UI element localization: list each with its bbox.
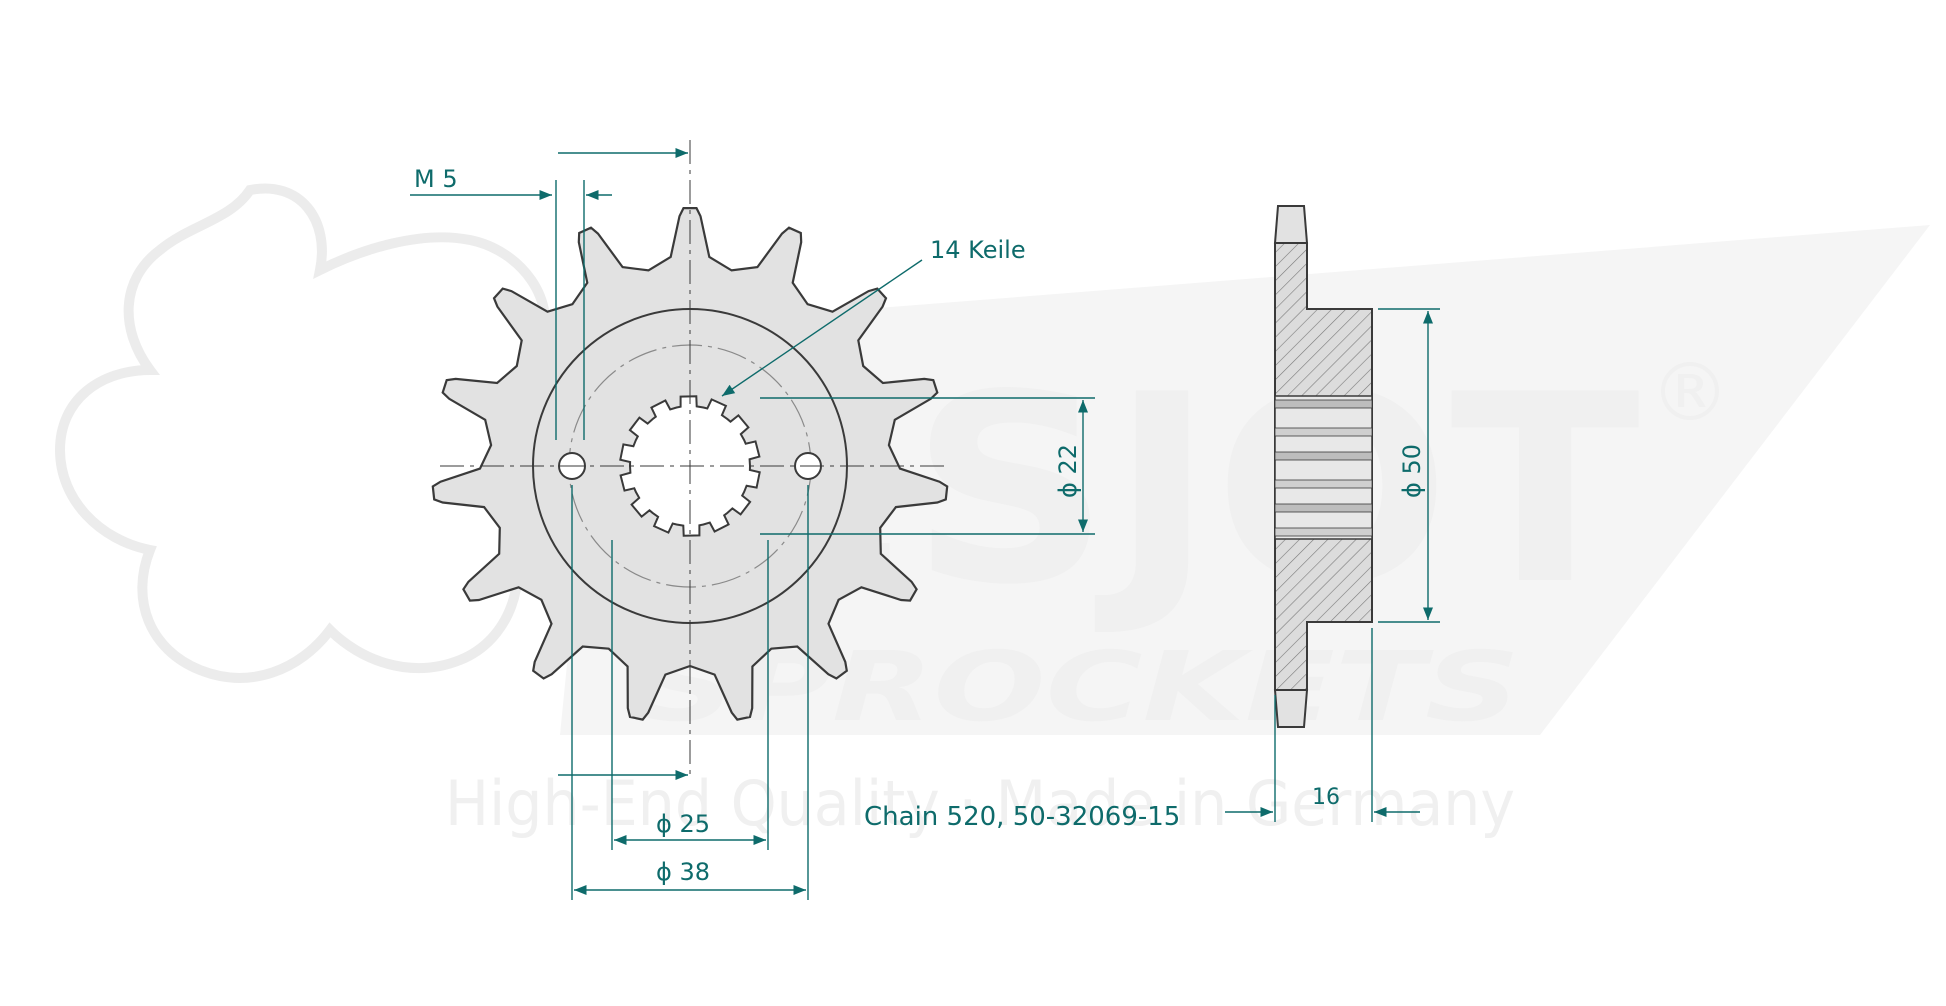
side-spline-bands <box>1274 399 1373 537</box>
width-label: 16 <box>1312 785 1340 810</box>
side-teeth-lower <box>1273 689 1309 728</box>
splines-label: 14 Keile <box>930 236 1026 264</box>
dimensions <box>410 147 1440 900</box>
side-spline-band <box>1274 479 1373 489</box>
sprocket-side-view <box>1273 205 1373 728</box>
side-spline-band <box>1274 527 1373 537</box>
watermark-tagline: High-End Quality · Made in Germany <box>445 767 1515 840</box>
thread-label: M 5 <box>414 165 458 193</box>
side-spline-band <box>1274 503 1373 513</box>
watermark-sub: SPROCKETS <box>640 631 1520 743</box>
hub-diameter-label: ϕ 50 <box>1398 444 1426 498</box>
watermark: ESJOT ® SPROCKETS High-End Quality · Mad… <box>54 183 1930 840</box>
watermark-gear-outline <box>54 183 617 683</box>
side-teeth-upper <box>1273 205 1309 244</box>
spline-diameter-label: ϕ 22 <box>1054 444 1082 498</box>
splines-leader <box>721 259 923 397</box>
side-spline-band <box>1274 427 1373 437</box>
dimension-labels: M 5 14 Keile ϕ 22 ϕ 50 16 Chain 520, 50-… <box>414 165 1426 886</box>
inner-diameter-label: ϕ 25 <box>656 810 710 838</box>
side-spline-band <box>1274 399 1373 409</box>
watermark-slash-band <box>560 225 1930 735</box>
side-spline-band <box>1274 451 1373 461</box>
watermark-registered: ® <box>1650 346 1730 439</box>
part-number-label: Chain 520, 50-32069-15 <box>864 802 1180 832</box>
side-spline-zone <box>1274 395 1373 540</box>
bolt-circle-label: ϕ 38 <box>656 858 710 886</box>
